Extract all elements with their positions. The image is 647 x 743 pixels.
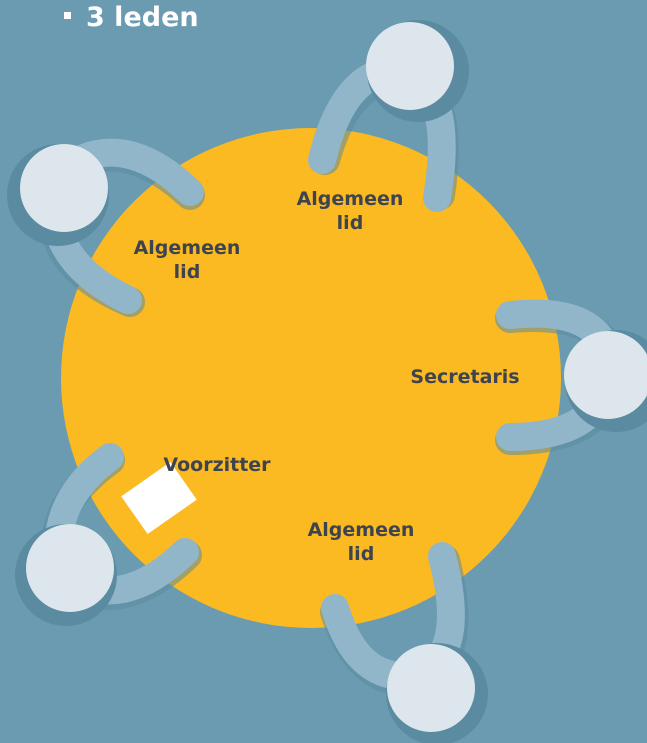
member-count-text: 3 leden [86,2,199,33]
role-label-right-line1: Secretaris [410,366,520,388]
role-label-top-line2: lid [336,212,364,234]
role-label-top-line1: Algemeen [296,188,404,210]
role-label-lower-left: Voorzitter [147,453,287,477]
role-label-lower-left-line1: Voorzitter [163,454,271,476]
person-right [495,299,647,455]
role-label-right: Secretaris [395,365,535,389]
paper-sheet [121,461,197,535]
role-label-top: Algemeen lid [280,187,420,235]
role-label-upper-left-line2: lid [173,261,201,283]
role-label-bottom: Algemeen lid [291,518,431,566]
person-bottom [320,542,488,743]
role-label-upper-left: Algemeen lid [117,236,257,284]
person-upper-left [7,138,205,317]
role-label-bottom-line2: lid [347,543,375,565]
person-top [308,20,469,212]
bullet-icon [64,12,71,19]
person-lower-left [15,443,202,626]
role-label-upper-left-line1: Algemeen [133,237,241,259]
member-count-heading: 3 leden [64,0,199,36]
role-label-bottom-line1: Algemeen [307,519,415,541]
